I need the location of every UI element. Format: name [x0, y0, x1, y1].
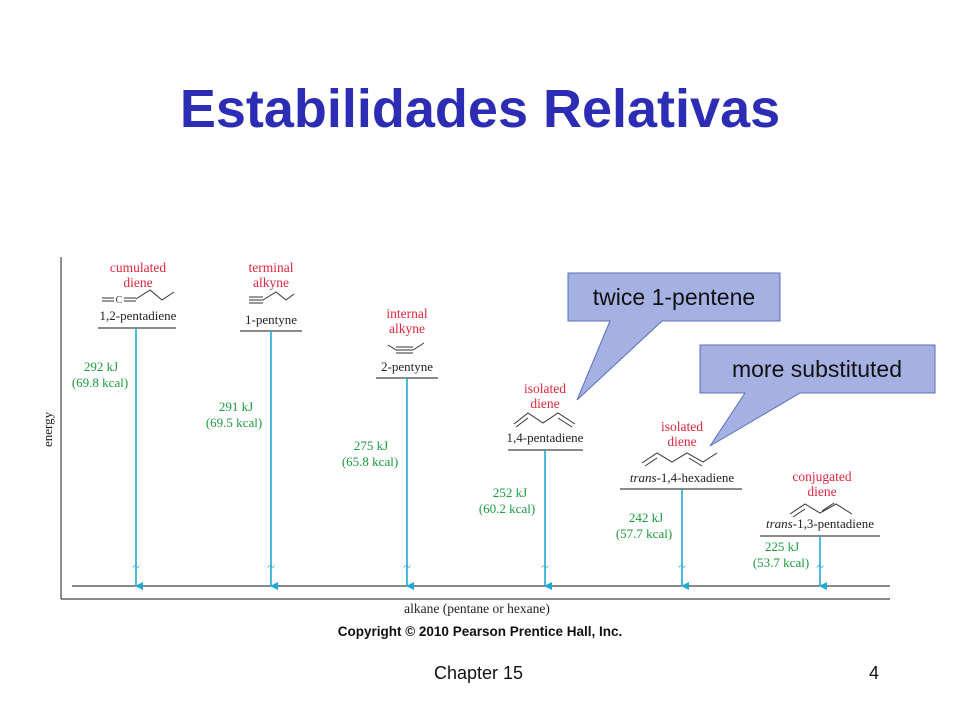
energy-kj: 242 kJ: [629, 510, 663, 525]
structure-atom: C: [116, 295, 123, 306]
callout-bubble: [699, 344, 936, 447]
compound-name: 1-pentyne: [245, 312, 297, 327]
energy-kj: 292 kJ: [84, 359, 118, 374]
column-2-pentyne: internal alkyne 2-pentyne ~ 275 kJ (65.8…: [342, 306, 438, 590]
break-mark: ~: [541, 560, 549, 575]
category-label: internal: [386, 306, 427, 321]
compound-prefix: trans: [766, 516, 793, 531]
compound-name: 1,2-pentadiene: [100, 308, 177, 323]
break-mark: ~: [403, 560, 411, 575]
callout-text: more substituted: [732, 356, 902, 382]
structure-trans-1,3-pentadiene: [789, 502, 853, 518]
break-mark: ~: [816, 560, 824, 575]
category-label: isolated: [661, 419, 703, 434]
compound-suffix: -1,3-pentadiene: [793, 516, 874, 531]
category-label: terminal: [249, 260, 294, 275]
category-label: cumulated: [110, 260, 166, 275]
compound-name: trans-1,4-hexadiene: [630, 470, 735, 485]
energy-kcal: (60.2 kcal): [479, 501, 535, 516]
energy-kj: 225 kJ: [765, 539, 799, 554]
compound-suffix: -1,4-hexadiene: [657, 470, 735, 485]
break-mark: ~: [267, 560, 275, 575]
energy-kcal: (57.7 kcal): [616, 526, 672, 541]
break-mark: ~: [132, 560, 140, 575]
break-mark: ~: [678, 560, 686, 575]
energy-kcal: (53.7 kcal): [753, 555, 809, 570]
footer-chapter: Chapter 15: [434, 663, 524, 683]
energy-kcal: (65.8 kcal): [342, 454, 398, 469]
y-axis-label: energy: [40, 411, 55, 447]
compound-prefix: trans: [630, 470, 657, 485]
compound-name: 1,4-pentadiene: [507, 430, 584, 445]
energy-kj: 291 kJ: [219, 399, 253, 414]
callout-twice-1-pentene: twice 1-pentene: [567, 272, 781, 401]
category-label: diene: [807, 484, 836, 499]
category-label: diene: [123, 275, 152, 290]
compound-name: trans-1,3-pentadiene: [766, 516, 874, 531]
callout-text: twice 1-pentene: [593, 284, 755, 310]
category-label: conjugated: [792, 469, 851, 484]
column-1-pentyne: terminal alkyne 1-pentyne ~ 291 kJ (69.5…: [206, 260, 302, 590]
category-label: isolated: [524, 381, 566, 396]
structure-allene: [102, 289, 175, 302]
baseline-label: alkane (pentane or hexane): [404, 601, 550, 616]
callout-bubble: [567, 272, 781, 401]
callout-more-substituted: more substituted: [699, 344, 936, 447]
column-trans-1,3-pentadiene: conjugated diene trans-1,3-pentadiene ~ …: [753, 469, 880, 590]
slide-title: Estabilidades Relativas: [179, 79, 781, 139]
energy-kcal: (69.8 kcal): [72, 375, 128, 390]
structure-trans-1,4-hexadiene: [641, 452, 718, 467]
energy-kcal: (69.5 kcal): [206, 415, 262, 430]
footer-page-number: 4: [869, 663, 880, 683]
category-label: alkyne: [389, 321, 425, 336]
compound-name: 2-pentyne: [381, 359, 433, 374]
category-label: diene: [530, 396, 559, 411]
energy-kj: 252 kJ: [493, 485, 527, 500]
structure-terminal-alkyne: [249, 291, 295, 304]
structure-internal-alkyne: [387, 342, 425, 354]
category-label: alkyne: [253, 275, 289, 290]
column-trans-1,4-hexadiene: isolated diene trans-1,4-hexadiene ~ 242…: [616, 419, 742, 590]
energy-kj: 275 kJ: [354, 438, 388, 453]
category-label: diene: [667, 434, 696, 449]
structure-1,4-pentadiene: [513, 412, 576, 428]
copyright-notice: Copyright © 2010 Pearson Prentice Hall, …: [337, 624, 623, 639]
column-1,2-pentadiene: cumulated diene C 1,2-pentadiene ~ 292 k…: [72, 260, 177, 590]
column-1,4-pentadiene: isolated diene 1,4-pentadiene ~ 252 kJ (…: [479, 381, 584, 590]
